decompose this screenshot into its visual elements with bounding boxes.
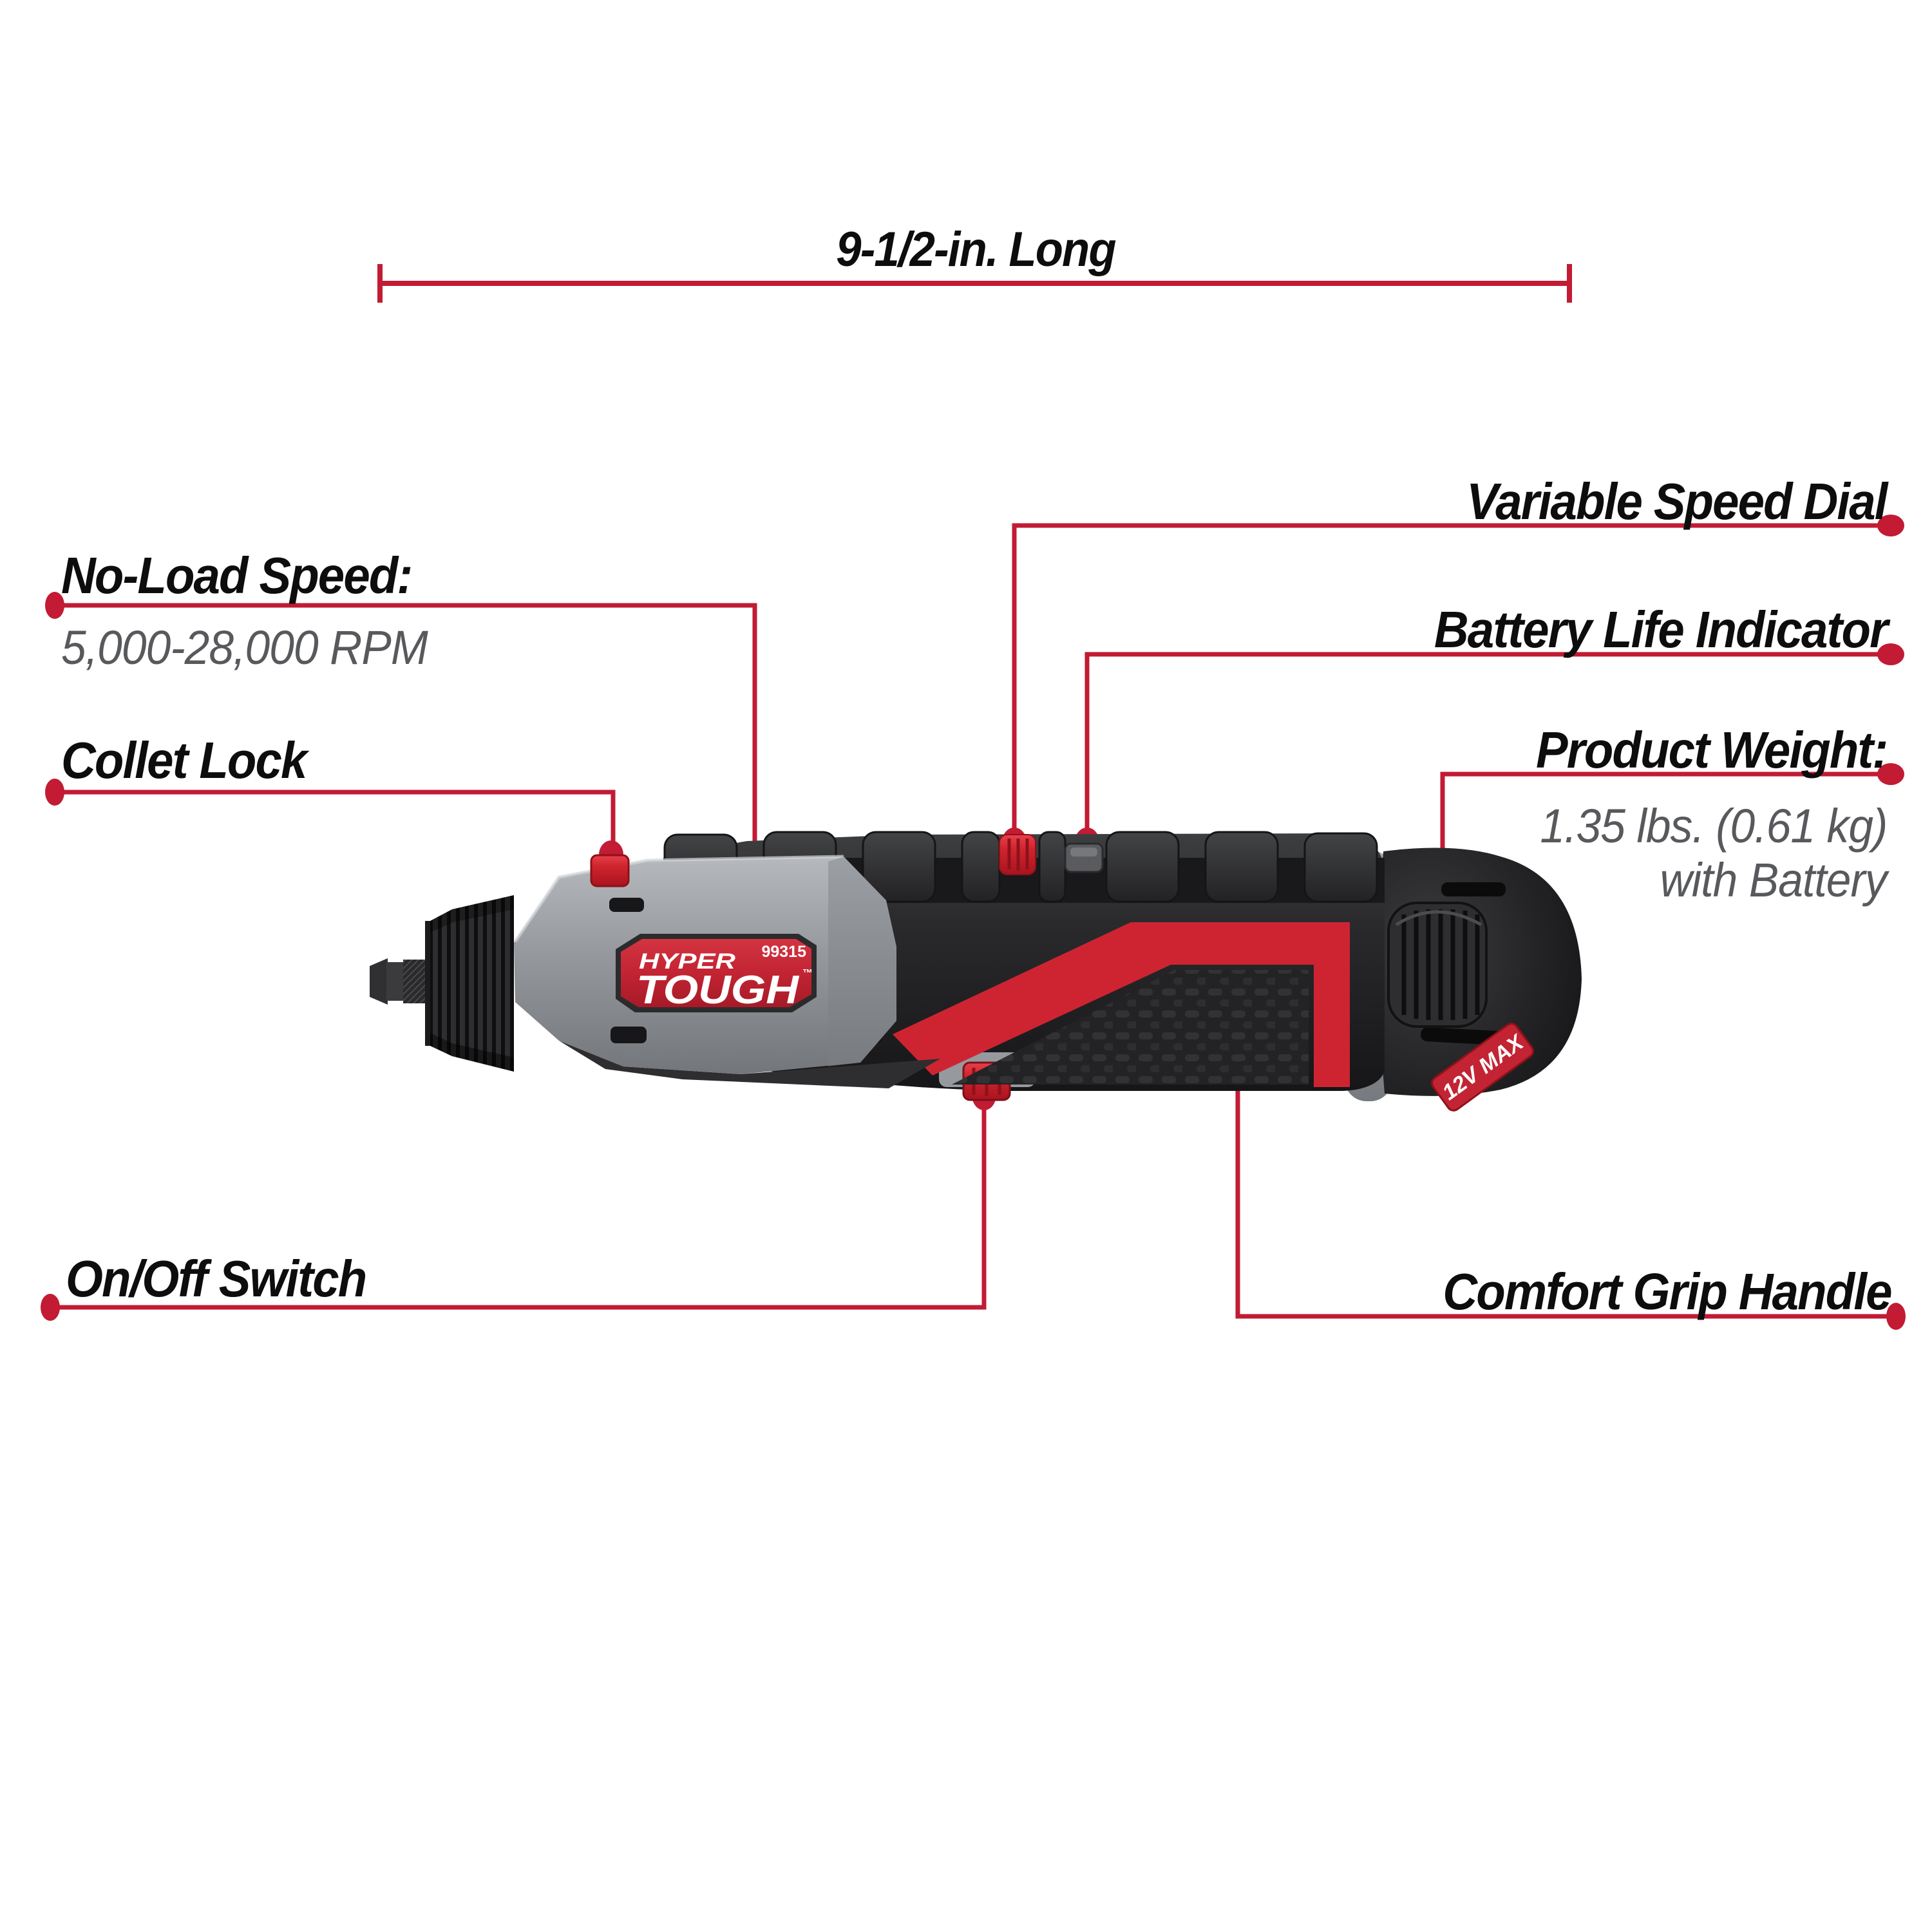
battery-slot-bottom (1421, 1027, 1504, 1045)
hyper-tough-logo-plate: HYPER TOUGH ™ 99315 (616, 934, 817, 1012)
callout-product-weight-title: Product Weight: (1535, 721, 1888, 779)
model-number: 99315 (761, 943, 806, 961)
battery-life-indicator (1064, 842, 1104, 873)
leader-dot (1877, 643, 1904, 665)
comfort-grip-texture (952, 970, 1309, 1084)
leader-line-no-load-speed (55, 603, 757, 929)
housing-underside (559, 1041, 940, 1088)
leader-line-battery-life-indicator (1084, 652, 1891, 838)
dimension-label: 9-1/2-in. Long (836, 222, 1116, 277)
callout-no-load-speed-value: 5,000-28,000 RPM (61, 621, 428, 674)
leader-dot (1886, 1303, 1906, 1330)
leader-dot (41, 1294, 60, 1321)
leader-line-variable-speed-dial (1012, 523, 1891, 838)
callout-product-weight-value1: 1.35 lbs. (0.61 kg) (1540, 799, 1888, 853)
callout-battery-life-indicator-title: Battery Life Indicator (1434, 601, 1888, 658)
callout-variable-speed-dial-title: Variable Speed Dial (1466, 473, 1888, 530)
leader-dot (45, 592, 64, 619)
callout-collet-lock-title: Collet Lock (61, 732, 307, 789)
leader-dot (45, 779, 64, 806)
callout-comfort-grip-title: Comfort Grip Handle (1443, 1263, 1893, 1320)
collet-lock-button[interactable] (590, 854, 630, 887)
rotary-tool-illustration: 12V MAX (370, 831, 1582, 1112)
grip-accent-stripe (893, 922, 1350, 1087)
leader-dot (1877, 763, 1904, 785)
callout-no-load-speed-title: No-Load Speed: (61, 547, 413, 604)
leader-line-collet-lock (55, 790, 616, 851)
brand-trademark: ™ (802, 968, 813, 979)
brand-line1: HYPER (639, 949, 736, 974)
housing-slot-top (609, 898, 644, 912)
battery-slot-top (1441, 882, 1506, 896)
battery-release-button[interactable] (1387, 902, 1488, 1028)
leader-dot (1877, 515, 1904, 536)
collet-nut (425, 895, 514, 1072)
brand-line2: TOUGH (636, 968, 799, 1012)
dimension-line (377, 264, 1572, 303)
battery-pack: 12V MAX (1379, 848, 1582, 1112)
housing-slot-bottom (611, 1027, 647, 1043)
callout-product-weight-value2: with Battery (1660, 853, 1888, 907)
leader-line-on-off-switch (50, 1095, 987, 1310)
variable-speed-dial[interactable] (999, 834, 1036, 875)
callout-on-off-switch-title: On/Off Switch (66, 1250, 367, 1307)
